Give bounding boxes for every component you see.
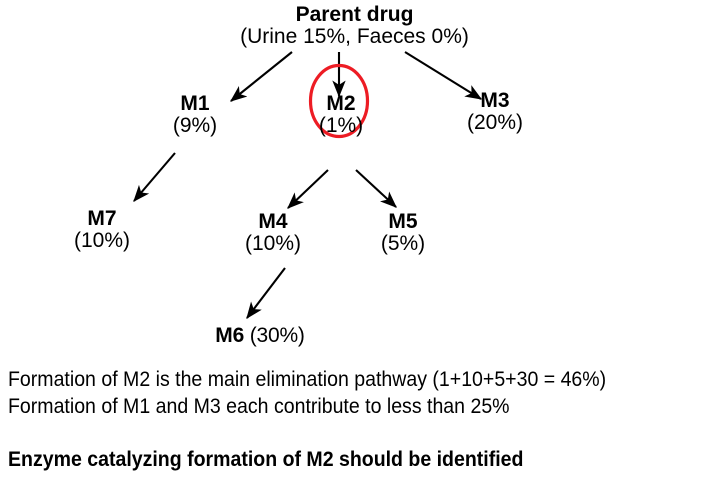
node-m4-detail: (10%) — [244, 232, 302, 256]
node-m5-label: M5 — [388, 210, 418, 233]
node-m6-detail: (30%) — [244, 324, 305, 347]
node-m1-label: M1 — [180, 92, 210, 115]
node-m2-detail: (1%) — [318, 114, 364, 138]
node-parent-drug-detail: (Urine 15%, Faeces 0%) — [240, 25, 469, 49]
node-m7-detail: (10%) — [73, 229, 131, 253]
node-m5-detail: (5%) — [380, 232, 426, 256]
node-m2: M2 (1%) — [296, 92, 386, 138]
edge-m2-to-m4 — [287, 169, 329, 209]
node-m6-label: M6 — [215, 324, 245, 347]
edge-parent-to-m3 — [404, 51, 483, 100]
edge-m2-to-m5 — [355, 169, 397, 208]
node-m1: M1 (9%) — [150, 92, 240, 138]
node-parent-drug: Parent drug (Urine 15%, Faeces 0%) — [0, 3, 709, 49]
edge-m4-to-m6 — [246, 267, 286, 320]
node-parent-drug-label: Parent drug — [295, 3, 414, 26]
node-m1-detail: (9%) — [172, 114, 218, 138]
edge-m1-to-m7 — [133, 152, 176, 202]
node-m2-label: M2 — [326, 92, 356, 115]
node-m4-label: M4 — [258, 210, 288, 233]
node-m6: M6 (30%) — [160, 324, 360, 347]
node-m3: M3 (20%) — [450, 89, 540, 135]
caption-conclusion: Enzyme catalyzing formation of M2 should… — [8, 448, 524, 471]
node-m3-label: M3 — [480, 89, 510, 112]
node-m7-label: M7 — [87, 207, 117, 230]
node-m3-detail: (20%) — [466, 111, 524, 135]
caption-line-1: Formation of M2 is the main elimination … — [8, 368, 607, 391]
m2-highlight-ellipse — [308, 63, 370, 139]
node-m4: M4 (10%) — [228, 210, 318, 256]
edge-parent-to-m1 — [230, 51, 293, 102]
caption-line-2: Formation of M1 and M3 each contribute t… — [8, 395, 510, 418]
node-m7: M7 (10%) — [57, 207, 147, 253]
node-m5: M5 (5%) — [358, 210, 448, 256]
